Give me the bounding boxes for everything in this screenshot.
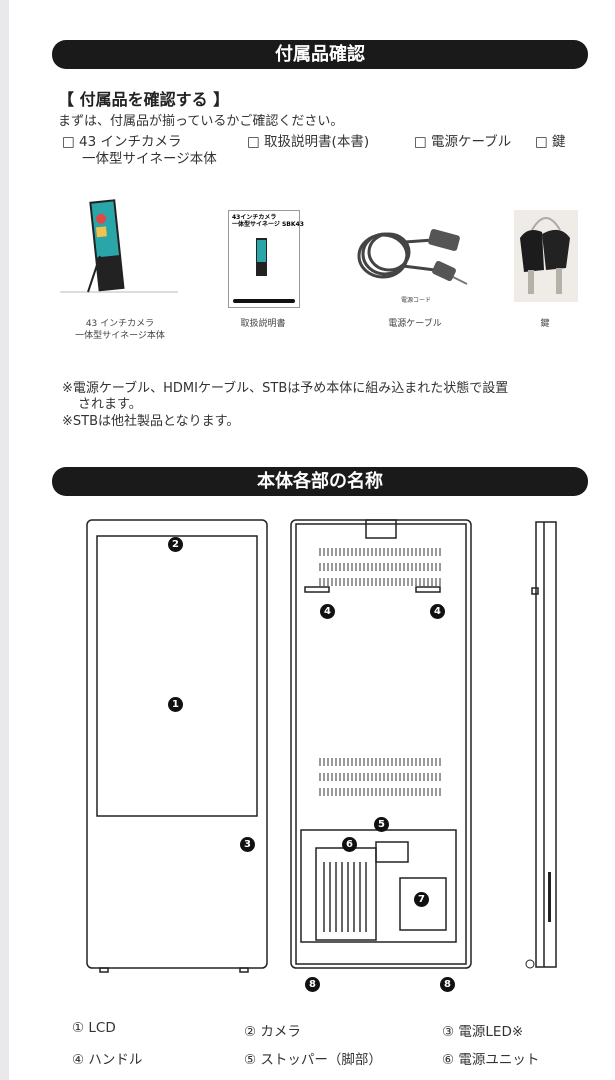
legend-handle: ④ ハンドル [72, 1052, 143, 1068]
marker-power-led: 3 [240, 837, 255, 852]
side-view [535, 521, 557, 968]
caption-manual: 取扱説明書 [240, 319, 286, 329]
checklist-item-power-cable[interactable]: □ 電源ケーブル [414, 134, 512, 150]
legend-power-led: ③ 電源LED※ [442, 1024, 524, 1040]
signage-photo [60, 199, 178, 293]
parts-diagram [86, 519, 557, 973]
caption-key: 鍵 [540, 319, 550, 329]
note-preinstalled: ※電源ケーブル、HDMIケーブル、STBは予め本体に組み込まれた状態で設置 [62, 381, 509, 396]
checklist-item-signage[interactable]: □ 43 インチカメラ 一体型サイネージ本体 [62, 134, 217, 168]
manual-cover-title: 43インチカメラ [232, 214, 277, 221]
accessories-heading: 【 付属品を確認する 】 [58, 90, 230, 109]
marker-stopper: 5 [374, 817, 389, 832]
legend-camera: ② カメラ [244, 1024, 301, 1040]
marker-lcd: 1 [168, 697, 183, 712]
page-edge [0, 0, 9, 1080]
legend-power-unit: ⑥ 電源ユニット [442, 1052, 540, 1068]
caption-line2: 一体型サイネージ本体 [75, 331, 165, 341]
marker-foot-right: 8 [440, 977, 455, 992]
power-cable-photo [357, 229, 468, 285]
caption-signage: 43 インチカメラ 一体型サイネージ本体 [55, 318, 185, 342]
power-cable-inner-label: 電源コード [401, 297, 432, 304]
marker-camera: 2 [168, 537, 183, 552]
marker-handle-right: 4 [430, 604, 445, 619]
checklist-label-line2: 一体型サイネージ本体 [82, 151, 217, 167]
manual-cover-subtitle: 一体型サイネージ SBK43 [232, 221, 304, 228]
checklist-item-key[interactable]: □ 鍵 [535, 134, 566, 150]
marker-handle-left: 4 [320, 604, 335, 619]
accessories-intro: まずは、付属品が揃っているかご確認ください。 [58, 114, 344, 129]
manual-photo: 43インチカメラ 一体型サイネージ SBK43 [228, 210, 304, 308]
marker-7: 7 [414, 892, 429, 907]
checklist-item-manual[interactable]: □ 取扱説明書(本書) [247, 134, 370, 150]
caption-line1: 43 インチカメラ [85, 319, 155, 329]
section-header-parts: 本体各部の名称 [52, 467, 588, 496]
note-preinstalled-cont: されます。 [78, 397, 142, 412]
section-header-accessories: 付属品確認 [52, 40, 588, 69]
legend-stopper: ⑤ ストッパー（脚部） [244, 1052, 382, 1068]
legend-lcd: ① LCD [72, 1020, 116, 1036]
front-view [86, 519, 268, 969]
note-stb: ※STBは他社製品となります。 [62, 414, 240, 429]
caption-power-cable: 電源ケーブル [388, 319, 442, 329]
keys-photo [514, 210, 578, 302]
marker-foot-left: 8 [305, 977, 320, 992]
marker-power-unit: 6 [342, 837, 357, 852]
checklist-label: □ 43 インチカメラ [62, 134, 182, 150]
